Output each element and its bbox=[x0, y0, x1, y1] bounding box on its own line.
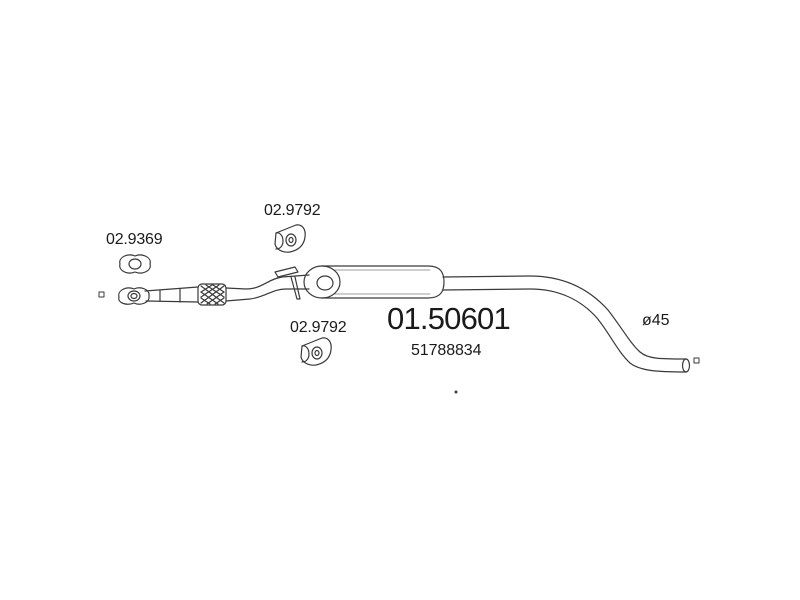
pipe-diameter-label: ø45 bbox=[642, 312, 670, 329]
mount-bottom-code-label: 02.9792 bbox=[290, 319, 347, 336]
rubber-mount-top bbox=[274, 224, 306, 253]
oem-number: 51788834 bbox=[411, 342, 482, 359]
centre-muffler bbox=[303, 265, 445, 299]
tail-pipe bbox=[442, 275, 691, 373]
rubber-mount-bottom bbox=[300, 337, 332, 366]
front-flange bbox=[118, 287, 150, 305]
front-pipe bbox=[144, 286, 199, 303]
intermediate-pipe bbox=[225, 274, 310, 302]
flex-joint bbox=[197, 283, 227, 306]
stray-dot bbox=[454, 390, 458, 394]
gasket-part bbox=[119, 254, 151, 274]
hanger-bracket bbox=[274, 266, 301, 300]
main-part-number: 01.50601 bbox=[387, 301, 511, 336]
pipe-end-marker-left bbox=[98, 291, 105, 298]
gasket-code-label: 02.9369 bbox=[106, 231, 163, 248]
mount-top-code-label: 02.9792 bbox=[264, 202, 321, 219]
pipe-end-marker-right bbox=[693, 357, 700, 364]
